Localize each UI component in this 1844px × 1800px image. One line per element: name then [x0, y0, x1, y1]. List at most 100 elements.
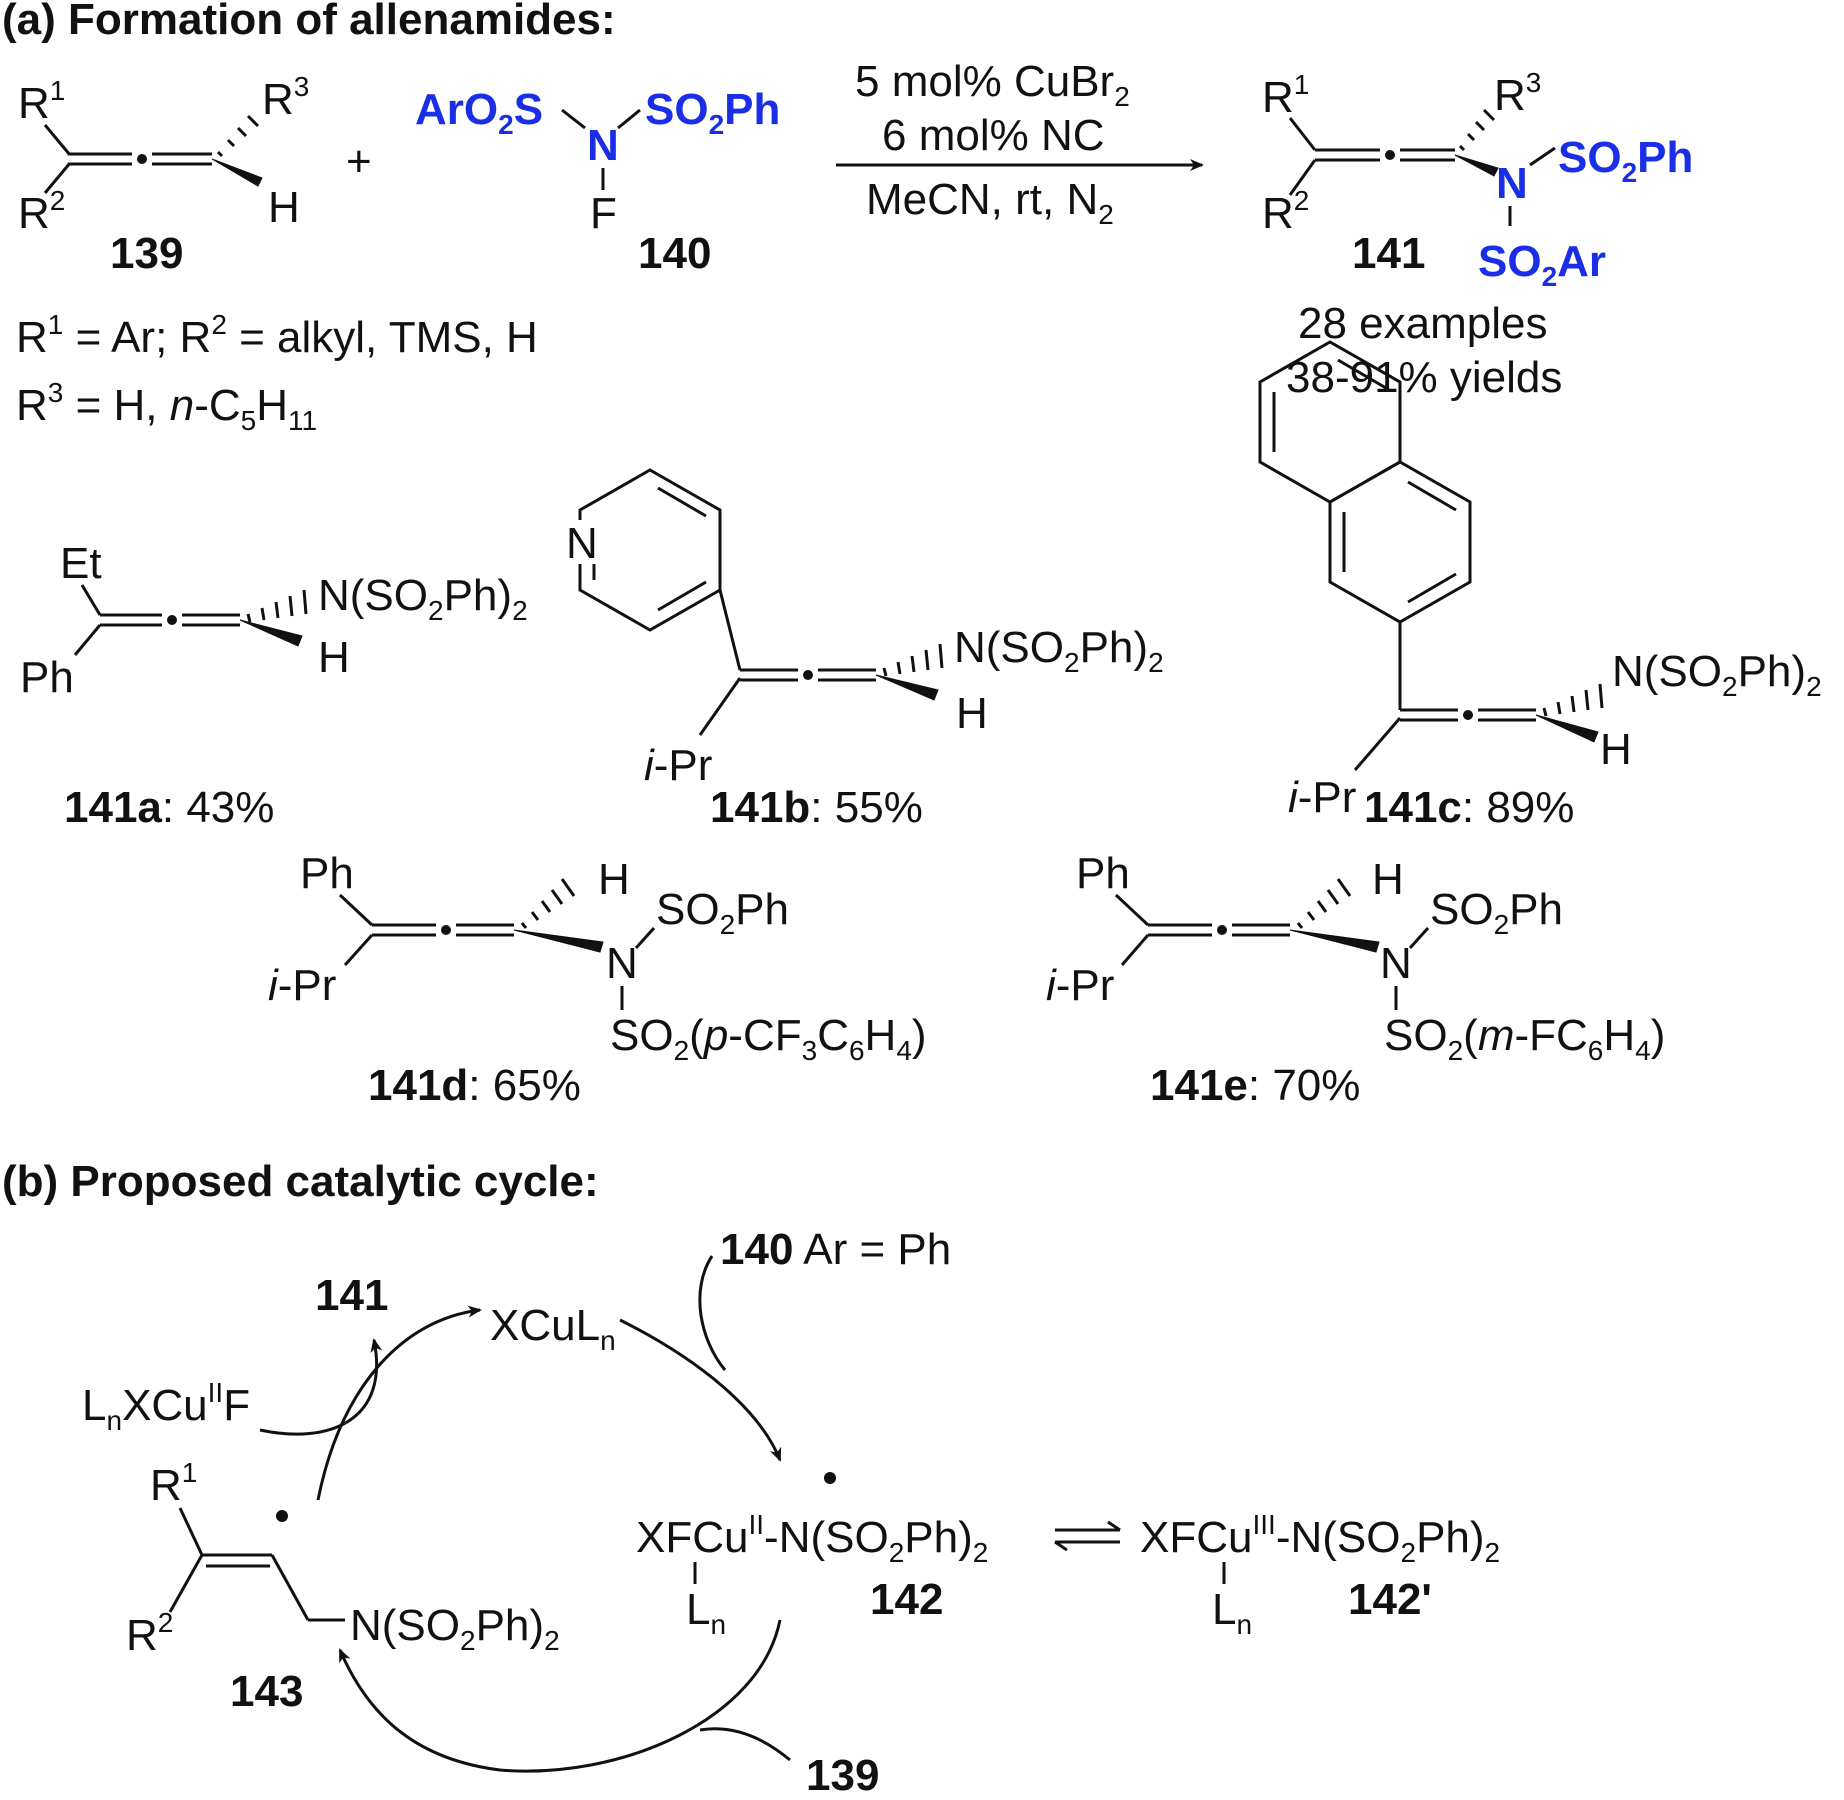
- reagent-140: ArO2S N SO2Ph F 140: [415, 85, 780, 278]
- svg-text:N: N: [1496, 159, 1528, 208]
- wedge-bond: [513, 929, 604, 953]
- wedge-bond: [239, 619, 303, 647]
- svg-text:F: F: [590, 189, 617, 238]
- equilibrium-arrows: [1054, 1520, 1121, 1552]
- svg-text:141d: 65%: 141d: 65%: [368, 1061, 581, 1110]
- product-141: R1 R2 R3 N SO2Ph SO2Ar 141: [1262, 67, 1693, 292]
- cycle-arc-bottom: [338, 1619, 782, 1773]
- svg-text:142: 142: [870, 1575, 943, 1624]
- svg-text:H: H: [598, 855, 630, 904]
- hashed-bond: [1458, 108, 1496, 152]
- svg-text:H: H: [956, 689, 988, 738]
- svg-text:Et: Et: [60, 539, 102, 588]
- svg-text:SO2Ar: SO2Ar: [1478, 237, 1606, 292]
- svg-text:Ph: Ph: [20, 653, 74, 702]
- scope-examples: 28 examples: [1298, 299, 1547, 348]
- wedge-bond: [1535, 714, 1599, 743]
- svg-text:R2: R2: [126, 1607, 173, 1660]
- naphthalene-ring: [1258, 340, 1472, 624]
- compound-label-139: 139: [110, 229, 183, 278]
- example-141e: Ph i-Pr H N SO2Ph SO2(m-FC6H4) 141e: 70%: [1046, 849, 1665, 1110]
- scope-yields: 38-91% yields: [1286, 353, 1562, 402]
- compound-label-140: 140: [638, 229, 711, 278]
- svg-text:i-Pr: i-Pr: [644, 741, 712, 790]
- svg-text:i-Pr: i-Pr: [1288, 773, 1356, 822]
- svg-text:141: 141: [315, 1271, 388, 1320]
- wedge-bond: [1454, 154, 1499, 177]
- side-arrow-141-out: [259, 1338, 383, 1436]
- svg-text:MeCN, rt, N2: MeCN, rt, N2: [866, 175, 1114, 230]
- svg-text:H: H: [1600, 725, 1632, 774]
- pyridine-ring: [578, 468, 722, 632]
- reaction-conditions: 5 mol% CuBr2 6 mol% NC MeCN, rt, N2: [836, 57, 1204, 230]
- svg-text:i-Pr: i-Pr: [1046, 961, 1114, 1010]
- svg-text:N(SO2Ph)2: N(SO2Ph)2: [318, 571, 528, 626]
- svg-text:N: N: [566, 519, 598, 568]
- svg-text:Ln: Ln: [686, 1585, 726, 1640]
- svg-text:XFCuIII-N(SO2Ph)2: XFCuIII-N(SO2Ph)2: [1140, 1509, 1500, 1568]
- allene-139: R1 R2 R3 H 139: [18, 71, 309, 278]
- example-141b: N i-Pr N(SO2Ph)2 H 141b: 55%: [566, 468, 1164, 832]
- svg-text:H: H: [318, 633, 350, 682]
- svg-text:i-Pr: i-Pr: [268, 961, 336, 1010]
- svg-text:140 Ar = Ph: 140 Ar = Ph: [720, 1225, 951, 1274]
- section-b-title: (b) Proposed catalytic cycle:: [2, 1157, 599, 1206]
- svg-text:R1: R1: [18, 75, 65, 128]
- example-141d: Ph i-Pr H N SO2Ph SO2(p-CF3C6H4) 141d: 6…: [268, 849, 927, 1110]
- svg-text:R2: R2: [18, 185, 65, 238]
- svg-text:141b: 55%: 141b: 55%: [710, 783, 923, 832]
- svg-text:139: 139: [806, 1751, 879, 1800]
- svg-text:ArO2S: ArO2S: [415, 85, 543, 140]
- svg-text:N(SO2Ph)2: N(SO2Ph)2: [954, 623, 1164, 678]
- svg-text:Ph: Ph: [1076, 849, 1130, 898]
- svg-text:SO2(p-CF3C6H4): SO2(p-CF3C6H4): [610, 1011, 927, 1066]
- svg-text:142': 142': [1348, 1575, 1432, 1624]
- svg-text:XFCuII-N(SO2Ph)2: XFCuII-N(SO2Ph)2: [636, 1509, 988, 1568]
- svg-text:SO2Ph: SO2Ph: [1430, 885, 1563, 940]
- svg-text:SO2Ph: SO2Ph: [1558, 133, 1693, 188]
- svg-text:R2: R2: [1262, 185, 1309, 238]
- svg-text:SO2Ph: SO2Ph: [645, 85, 780, 140]
- svg-text:5 mol% CuBr2: 5 mol% CuBr2: [855, 57, 1130, 112]
- svg-text:LnXCuIIF: LnXCuIIF: [82, 1377, 250, 1436]
- svg-text:+: +: [346, 137, 372, 186]
- svg-text:141a: 43%: 141a: 43%: [64, 783, 274, 832]
- svg-text:141c: 89%: 141c: 89%: [1364, 783, 1574, 832]
- svg-text:N: N: [1380, 939, 1412, 988]
- svg-text:H: H: [268, 183, 300, 232]
- svg-text:N(SO2Ph)2: N(SO2Ph)2: [1612, 647, 1822, 702]
- svg-text:R3: R3: [1494, 67, 1541, 120]
- hashed-bond: [520, 878, 576, 929]
- cycle-arc-right: [619, 1318, 782, 1462]
- wedge-bond: [875, 674, 939, 701]
- hashed-bond: [882, 643, 944, 677]
- side-arrow-139-in: [699, 1727, 791, 1762]
- svg-text:Ph: Ph: [300, 849, 354, 898]
- hashed-bond: [1542, 683, 1604, 717]
- hashed-bond: [1296, 878, 1352, 929]
- svg-text:N(SO2Ph)2: N(SO2Ph)2: [350, 1601, 560, 1656]
- example-141a: Et Ph N(SO2Ph)2 H 141a: 43%: [20, 539, 528, 832]
- svg-text:141e: 70%: 141e: 70%: [1150, 1061, 1360, 1110]
- hashed-bond: [246, 589, 308, 623]
- section-a-title: (a) Formation of allenamides:: [2, 0, 616, 44]
- catalytic-cycle: 140 Ar = Ph XCuLn 141 LnXCuIIF XFCuII-N(…: [82, 1225, 1500, 1800]
- svg-text:R1: R1: [150, 1457, 197, 1510]
- svg-text:Ln: Ln: [1212, 1585, 1252, 1640]
- svg-text:6 mol% NC: 6 mol% NC: [882, 111, 1105, 160]
- wedge-bond: [211, 158, 263, 187]
- svg-text:143: 143: [230, 1667, 303, 1716]
- svg-text:N: N: [587, 121, 619, 170]
- svg-text:H: H: [1372, 855, 1404, 904]
- substituent-definitions-1: R1 = Ar; R2 = alkyl, TMS, H: [16, 309, 538, 362]
- svg-text:SO2Ph: SO2Ph: [656, 885, 789, 940]
- hashed-bond: [216, 114, 260, 158]
- cycle-arc-top: [316, 1305, 482, 1501]
- wedge-bond: [1289, 929, 1380, 953]
- svg-text:SO2(m-FC6H4): SO2(m-FC6H4): [1384, 1011, 1665, 1066]
- compound-label-141: 141: [1352, 229, 1425, 278]
- svg-text:R3: R3: [262, 71, 309, 124]
- side-arrow-140-in: [698, 1255, 727, 1371]
- example-141c: i-Pr N(SO2Ph)2 H 141c: 89%: [1258, 340, 1822, 832]
